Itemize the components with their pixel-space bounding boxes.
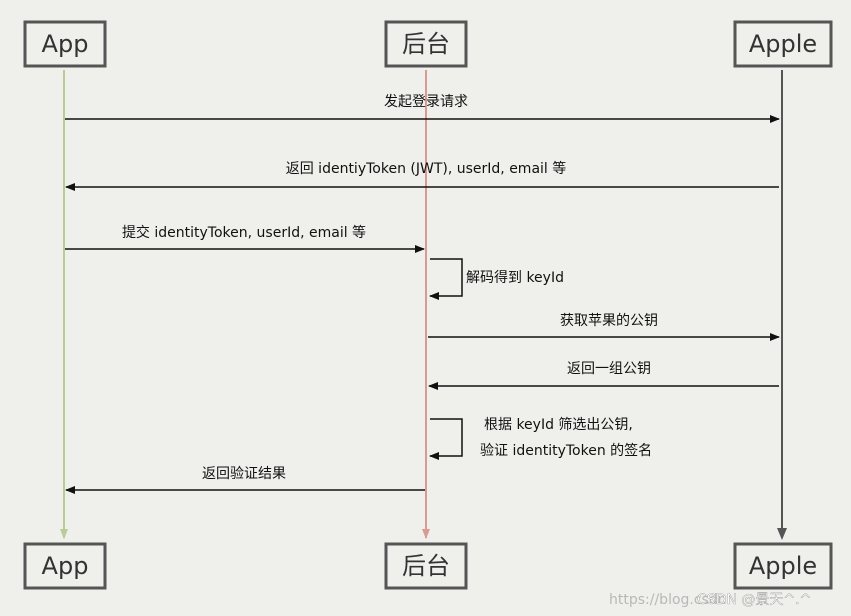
watermark-brand: CSDN @景天^.^ <box>697 592 811 608</box>
message-2-label: 返回 identiyToken (JWT), userId, email 等 <box>286 160 567 177</box>
participant-apple-bottom-label: Apple <box>749 552 817 580</box>
participant-apple-top: Apple <box>733 20 833 68</box>
participant-app-top: App <box>23 20 107 68</box>
participant-app-top-label: App <box>42 30 89 58</box>
participant-backend-top-label: 后台 <box>402 30 450 58</box>
participant-app-bottom-label: App <box>42 552 89 580</box>
message-3-label: 提交 identityToken, userId, email 等 <box>122 224 366 241</box>
message-6-label: 返回一组公钥 <box>567 361 651 377</box>
message-1-label: 发起登录请求 <box>384 94 468 110</box>
message-4-label: 解码得到 keyId <box>466 269 564 286</box>
message-5-label: 获取苹果的公钥 <box>560 313 658 329</box>
watermark-url: https://blog.csdn <box>609 592 727 608</box>
message-8-label: 返回验证结果 <box>202 466 286 482</box>
participant-app-bottom: App <box>23 542 107 590</box>
participant-backend-top: 后台 <box>384 20 468 68</box>
message-7-self-loop <box>429 418 463 460</box>
participant-backend-bottom-label: 后台 <box>402 552 450 580</box>
participant-backend-bottom: 后台 <box>384 542 468 590</box>
participant-apple-bottom: Apple <box>733 542 833 590</box>
message-7-label-line2: 验证 identityToken 的签名 <box>480 442 652 459</box>
message-4-self-loop <box>429 258 463 300</box>
participant-apple-top-label: Apple <box>749 30 817 58</box>
message-7-label-line1: 根据 keyId 筛选出公钥, <box>484 417 633 433</box>
